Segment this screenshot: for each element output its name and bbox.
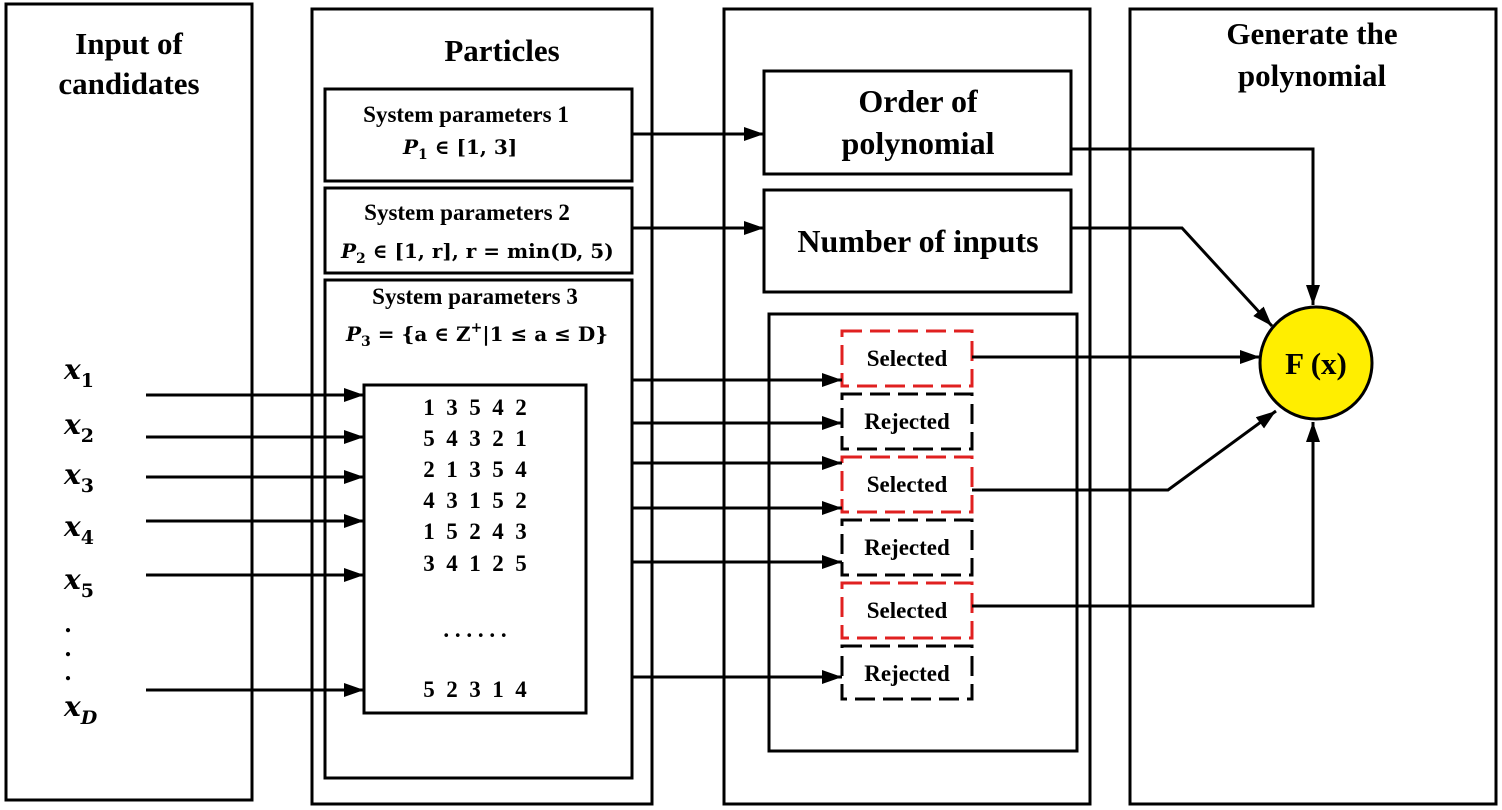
selection-box-2: Rejected bbox=[840, 392, 974, 451]
generate-title-line2: polynomial bbox=[1238, 58, 1387, 93]
input-variable-x2: x2 bbox=[63, 408, 94, 447]
order-of-polynomial-line1: Order of bbox=[858, 83, 978, 119]
order-of-polynomial-line2: polynomial bbox=[842, 125, 995, 161]
selection-label-4: Rejected bbox=[864, 535, 950, 560]
selection-arrows bbox=[632, 373, 842, 684]
svg-text:x2: x2 bbox=[63, 408, 94, 447]
selection-box-4: Rejected bbox=[840, 518, 974, 577]
selection-label-5: Selected bbox=[867, 598, 948, 623]
number-of-inputs-label: Number of inputs bbox=[797, 223, 1038, 259]
system-parameters-2-formula: P2 ∈ [1, r], r = min(D, 5) bbox=[340, 239, 614, 267]
input-variable-x5: x5 bbox=[63, 563, 94, 602]
input-variable-xd: xD bbox=[63, 690, 98, 729]
function-node bbox=[1258, 305, 1374, 421]
function-arrows bbox=[972, 147, 1320, 608]
input-variable-x4: x4 bbox=[63, 510, 94, 549]
particle-row-last: 5 2 3 1 4 bbox=[423, 677, 527, 702]
input-ellipsis-3: . bbox=[65, 657, 72, 686]
system-parameters-2-title: System parameters 2 bbox=[364, 200, 570, 225]
svg-text:x4: x4 bbox=[63, 510, 94, 549]
particle-matrix-box bbox=[362, 383, 588, 715]
input-column-title-line1: Input of bbox=[75, 26, 183, 61]
svg-text:x1: x1 bbox=[63, 353, 94, 392]
selection-box-1: Selected bbox=[840, 329, 974, 388]
selection-box-6: Rejected bbox=[840, 644, 974, 701]
input-variable-x1: x1 bbox=[63, 353, 94, 392]
particle-row-5: 1 5 2 4 3 bbox=[423, 519, 527, 544]
particle-row-6: 3 4 1 2 5 bbox=[423, 551, 527, 576]
selection-box-5: Selected bbox=[840, 581, 974, 640]
svg-text:xD: xD bbox=[63, 690, 98, 729]
generate-title-line1: Generate the bbox=[1226, 16, 1397, 51]
order-of-polynomial-box bbox=[762, 69, 1073, 176]
input-ellipsis-1: . bbox=[65, 609, 72, 638]
arrow-selected3-to-fx bbox=[972, 422, 1320, 608]
selection-label-6: Rejected bbox=[864, 661, 950, 686]
particle-row-2: 5 4 3 2 1 bbox=[423, 426, 527, 451]
input-variable-x3: x3 bbox=[63, 458, 94, 497]
generate-column bbox=[1128, 7, 1498, 806]
svg-text:x3: x3 bbox=[63, 458, 94, 497]
particle-row-4: 4 3 1 5 2 bbox=[423, 488, 527, 513]
particle-row-1: 1 3 5 4 2 bbox=[423, 395, 527, 420]
function-node-label: F (x) bbox=[1285, 346, 1347, 381]
particle-matrix-ellipsis: . . . . . . bbox=[443, 617, 506, 642]
selection-label-1: Selected bbox=[867, 346, 948, 371]
parameter-arrows bbox=[632, 127, 764, 235]
selection-label-3: Selected bbox=[867, 472, 948, 497]
system-parameters-3-box bbox=[323, 278, 634, 780]
arrow-inputs-to-fx bbox=[1071, 226, 1274, 328]
outputs-column bbox=[722, 7, 1092, 806]
system-parameters-3-formula: P3 = {a ∈ Z+|1 ≤ a ≤ D} bbox=[345, 320, 608, 350]
system-parameters-3-title: System parameters 3 bbox=[372, 284, 578, 309]
system-parameters-1-title: System parameters 1 bbox=[363, 102, 569, 127]
particle-row-3: 2 1 3 5 4 bbox=[423, 457, 527, 482]
selection-panel bbox=[767, 312, 1079, 753]
system-parameters-2-box bbox=[323, 186, 634, 275]
input-ellipsis-2: . bbox=[65, 633, 72, 662]
arrow-selected2-to-fx bbox=[972, 409, 1277, 492]
input-column bbox=[4, 2, 254, 802]
particles-title: Particles bbox=[444, 33, 559, 68]
arrow-order-to-fx bbox=[1071, 147, 1320, 305]
svg-text:x5: x5 bbox=[63, 563, 94, 602]
particles-column bbox=[310, 7, 654, 806]
number-of-inputs-box bbox=[762, 188, 1073, 294]
input-column-title-line2: candidates bbox=[58, 66, 199, 101]
input-arrows bbox=[146, 388, 364, 697]
selection-box-3: Selected bbox=[840, 455, 974, 514]
system-parameters-1-formula: P1 ∈ [1, 3] bbox=[402, 135, 517, 163]
selection-label-2: Rejected bbox=[864, 409, 950, 434]
